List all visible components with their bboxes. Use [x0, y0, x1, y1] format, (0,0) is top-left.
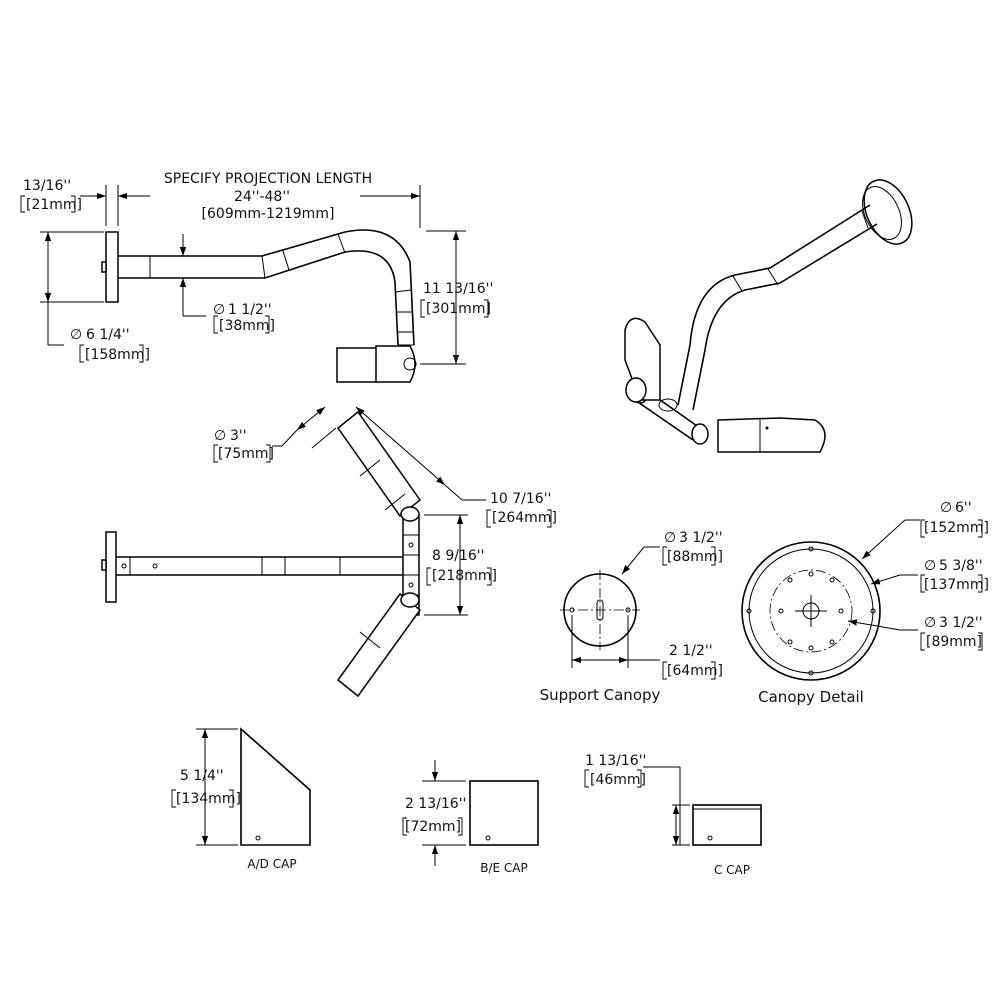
thickness-mm: [21mm]	[26, 197, 82, 213]
mid-dia-symbol: ∅	[924, 558, 936, 574]
canopy-detail-labels: ∅ 6'' [152mm] ∅ 5 3/8'' [137mm] ∅ 3 1/2'…	[758, 500, 989, 706]
c-cap-label: C CAP	[714, 863, 750, 877]
ad-height-in: 5 1/4''	[180, 768, 224, 784]
support-dia-in: 3 1/2''	[679, 530, 723, 546]
thickness-in: 13/16''	[23, 178, 71, 194]
outer-dia-mm: [152mm]	[924, 520, 989, 536]
head-dia-mm: [75mm]	[218, 446, 274, 462]
ad-height-mm: [134mm]	[176, 791, 241, 807]
mid-dia-mm: [137mm]	[924, 577, 989, 593]
support-hole-mm: [64mm]	[667, 663, 723, 679]
canopy-detail-drawing	[741, 541, 881, 681]
c-height-in: 1 13/16''	[585, 753, 646, 769]
knuckle-mm: [218mm]	[432, 568, 497, 584]
side-view-labels: ∅ 3'' [75mm] 10 7/16'' [264mm] 8 9/16'' …	[214, 428, 557, 584]
support-canopy-drawing	[560, 570, 640, 650]
c-height-mm: [46mm]	[590, 772, 646, 788]
top-view-dimensions	[20, 185, 489, 365]
head-dia-in: 3''	[230, 428, 247, 444]
head-len-in: 10 7/16''	[490, 491, 551, 507]
backplate-dia-mm: [158mm]	[85, 347, 150, 363]
support-dia-mm: [88mm]	[667, 549, 723, 565]
support-canopy-title: Support Canopy	[540, 686, 661, 704]
support-dia-symbol: ∅	[664, 530, 676, 546]
canopy-detail-dimensions	[847, 519, 983, 651]
c-cap: 1 13/16'' [46mm] C CAP	[584, 753, 762, 877]
be-cap: 2 13/16'' [72mm] B/E CAP	[402, 760, 539, 875]
isometric-fixture	[624, 179, 913, 453]
projection-in: 24''-48''	[234, 189, 290, 205]
ad-cap-label: A/D CAP	[247, 857, 296, 871]
head-len-mm: [264mm]	[492, 510, 557, 526]
inner-dia-in: 3 1/2''	[939, 615, 983, 631]
top-view-labels: SPECIFY PROJECTION LENGTH 24''-48'' [609…	[23, 171, 493, 363]
projection-title: SPECIFY PROJECTION LENGTH	[164, 171, 372, 187]
tube-dia-mm: [38mm]	[219, 318, 275, 334]
be-cap-label: B/E CAP	[480, 861, 528, 875]
support-canopy-labels: ∅ 3 1/2'' [88mm] 2 1/2'' [64mm] Support …	[540, 530, 723, 704]
projection-mm: [609mm-1219mm]	[202, 206, 335, 222]
support-hole-in: 2 1/2''	[669, 643, 713, 659]
backplate-dia-symbol: ∅	[70, 327, 82, 343]
height-in: 11 13/16''	[423, 281, 493, 297]
be-height-mm: [72mm]	[405, 819, 461, 835]
ad-cap: 5 1/4'' [134mm] A/D CAP	[171, 727, 311, 871]
mid-dia-in: 5 3/8''	[939, 558, 983, 574]
inner-dia-symbol: ∅	[924, 615, 936, 631]
backplate-dia-in: 6 1/4''	[86, 327, 130, 343]
tube-dia-in: 1 1/2''	[228, 302, 272, 318]
outer-dia-in: 6''	[955, 500, 972, 516]
support-canopy-dimensions	[571, 546, 716, 680]
tube-dia-symbol: ∅	[213, 302, 225, 318]
be-height-in: 2 13/16''	[405, 796, 466, 812]
side-view-dimensions	[213, 406, 552, 616]
height-mm: [301mm]	[426, 301, 491, 317]
inner-dia-mm: [89mm]	[926, 634, 982, 650]
knuckle-in: 8 9/16''	[432, 548, 485, 564]
head-dia-symbol: ∅	[214, 428, 226, 444]
outer-dia-symbol: ∅	[940, 500, 952, 516]
top-view-fixture	[101, 229, 417, 383]
canopy-detail-title: Canopy Detail	[758, 688, 864, 706]
